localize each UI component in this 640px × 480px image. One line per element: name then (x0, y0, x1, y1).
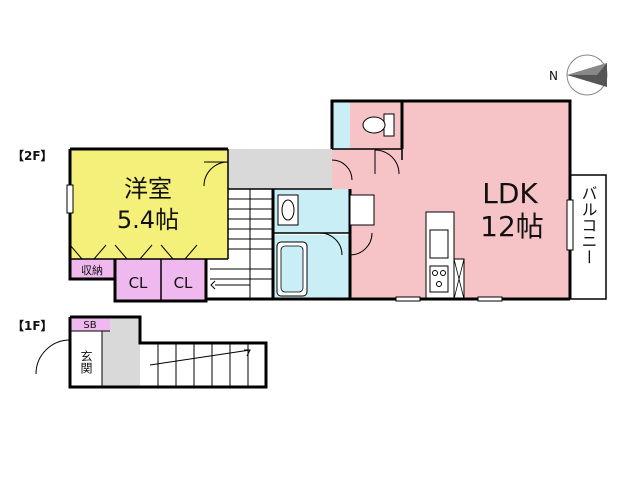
closet-2-label: CL (174, 274, 193, 292)
balcony (569, 174, 607, 300)
shoe-box (70, 317, 110, 331)
entrance-door (35, 339, 71, 375)
western-room (70, 149, 228, 259)
door-swings (69, 149, 400, 260)
closet-2 (161, 259, 206, 301)
closet-1 (115, 259, 161, 301)
compass: N (549, 54, 608, 96)
wash-basin-icon (277, 194, 299, 226)
balcony-label: バルコニー (579, 185, 598, 265)
toilet-icon (362, 113, 395, 137)
entrance-floor (70, 331, 102, 387)
shoe-box-label: SB (83, 320, 96, 331)
western-room-size: 5.4帖 (117, 206, 179, 234)
storage-label: 収納 (81, 264, 103, 277)
hallway (228, 149, 332, 189)
stair-treads-1f (149, 343, 251, 387)
ldk-room-size: 12帖 (480, 210, 544, 243)
kitchen-sink-icon (429, 229, 449, 259)
floor-tag-1f: 【1F】 (12, 318, 53, 333)
floor-tag-2f: 【2F】 (12, 148, 53, 163)
stair-treads-2f (210, 189, 273, 299)
compass-north-label: N (549, 69, 558, 83)
ldk-room-name: LDK (482, 177, 538, 210)
storage-closet (70, 259, 115, 279)
bathtub-icon (276, 241, 308, 297)
walls-1f (68, 315, 268, 389)
washing-machine-space (349, 194, 375, 226)
western-room-name: 洋室 (124, 175, 172, 203)
entrance-label: 玄関 (79, 349, 93, 374)
closet-1-label: CL (129, 274, 148, 292)
stove-icon (429, 265, 449, 293)
